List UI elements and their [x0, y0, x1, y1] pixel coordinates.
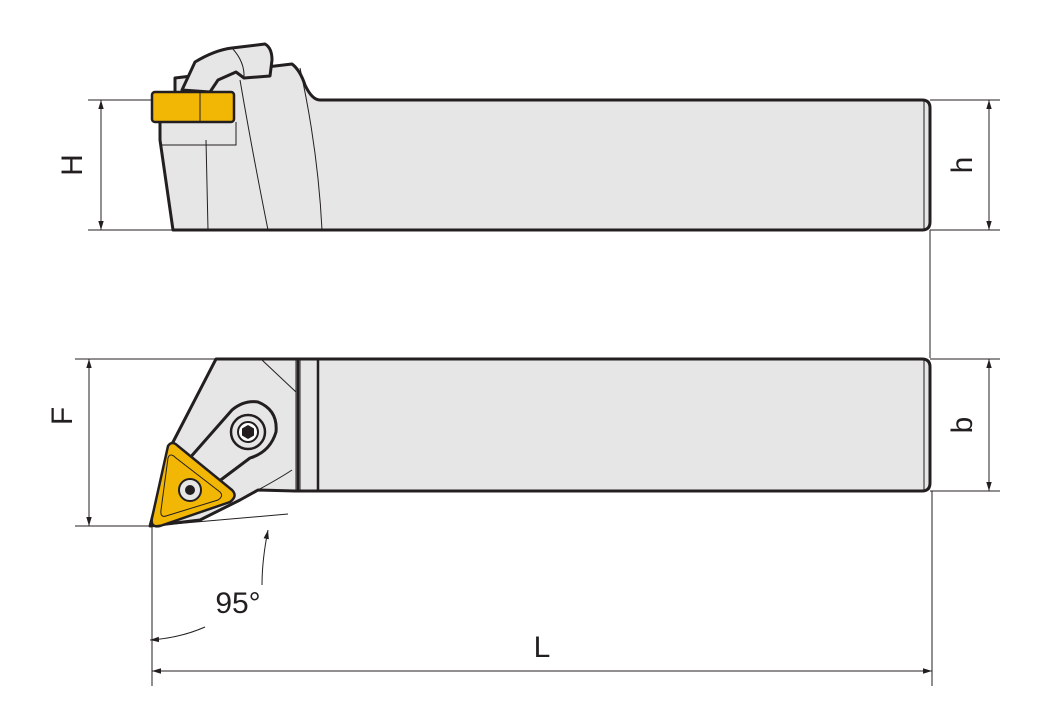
label-b: b — [946, 417, 979, 434]
label-F: F — [46, 407, 79, 425]
label-angle: 95° — [215, 587, 260, 620]
dim-b: b — [930, 358, 1000, 492]
label-L: L — [534, 631, 551, 664]
side-shank — [158, 62, 932, 232]
dim-F: F — [46, 358, 216, 527]
dim-angle: 95° — [149, 513, 289, 643]
side-view — [150, 42, 932, 232]
dim-h: h — [930, 99, 1000, 231]
top-shank — [148, 357, 932, 528]
dim-H: H — [56, 99, 173, 231]
label-h: h — [946, 157, 979, 174]
label-H: H — [56, 154, 89, 176]
clamp — [180, 42, 274, 94]
side-insert — [150, 90, 236, 124]
head-contour — [299, 67, 323, 231]
dim-L: L — [151, 491, 933, 686]
top-view — [148, 357, 932, 528]
